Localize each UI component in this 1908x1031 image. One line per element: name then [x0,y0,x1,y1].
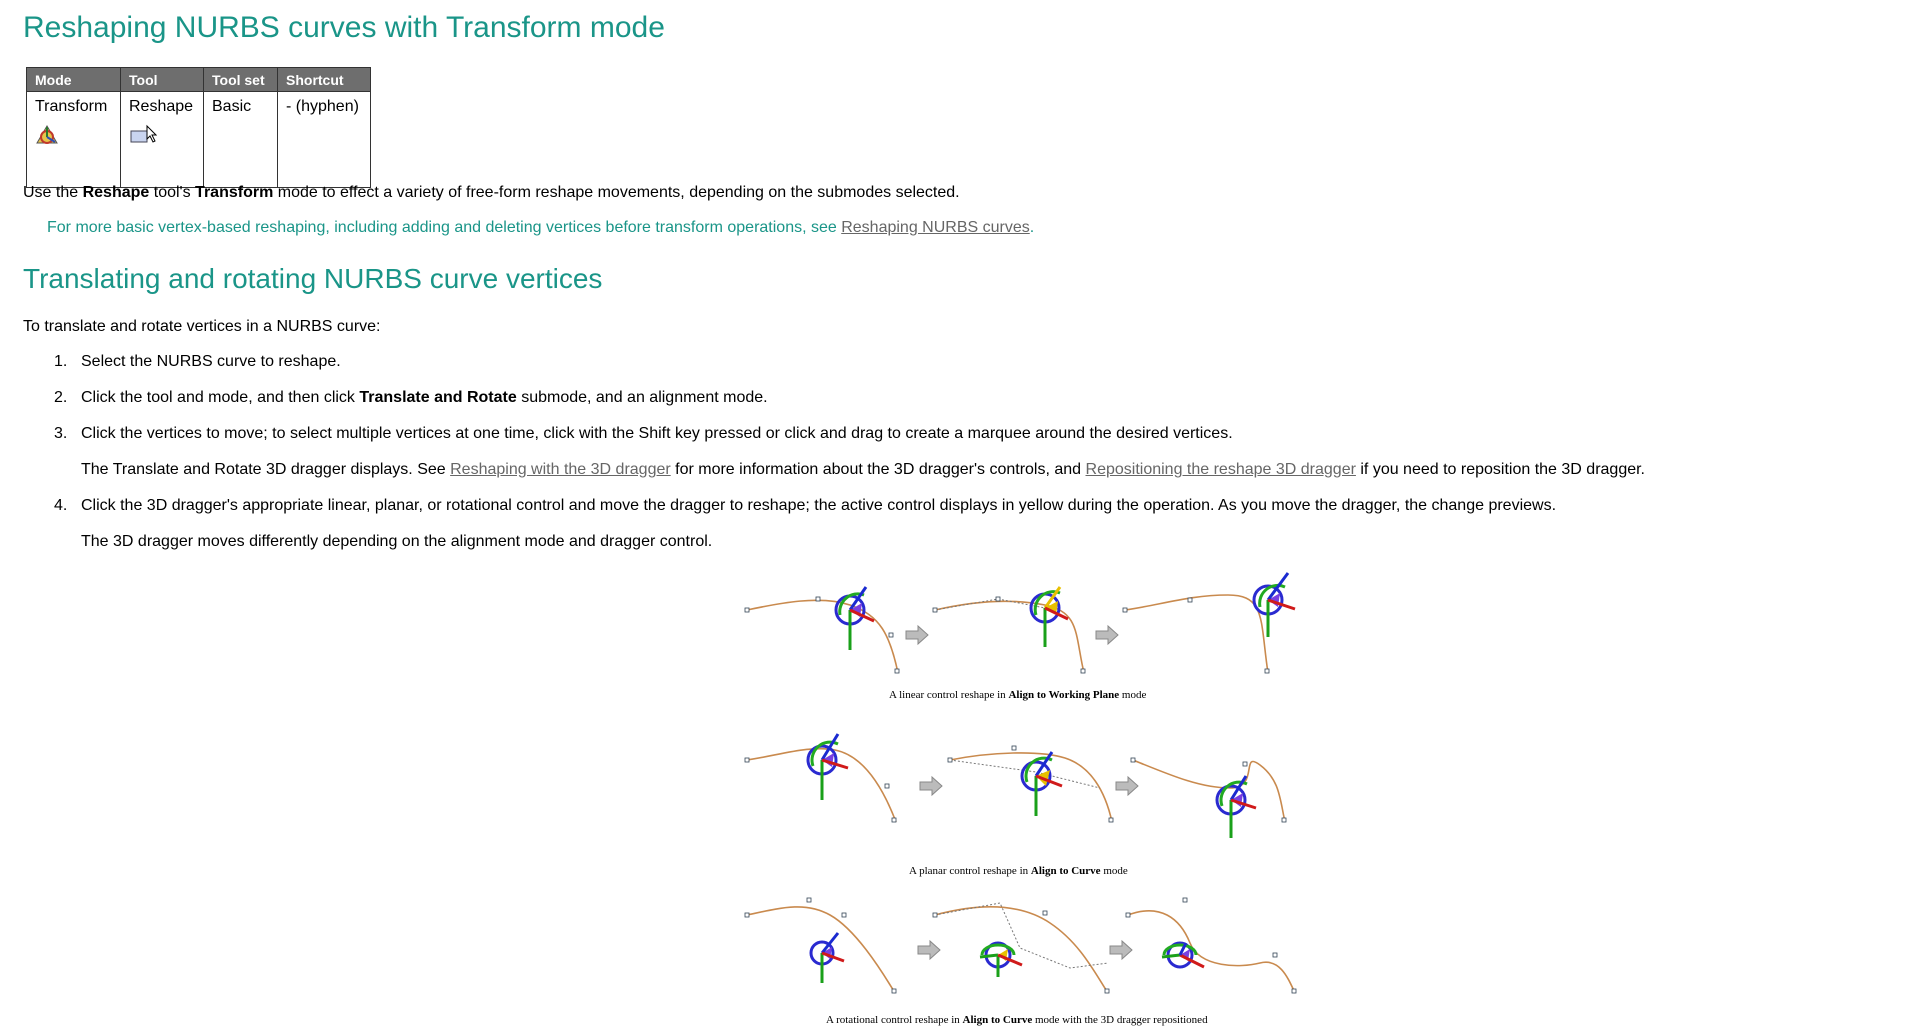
figure-planar-reshape [744,733,1287,838]
caption-text: A rotational control reshape in [826,1014,963,1026]
intro-text: Use the [23,184,83,201]
cell-shortcut: - (hyphen) [277,91,371,188]
intro-paragraph: Use the Reshape tool's Transform mode to… [23,184,960,202]
step-item: 4. Click the 3D dragger's appropriate li… [23,495,1645,567]
caption-text: A planar control reshape in [909,865,1031,877]
figure-caption: A planar control reshape in Align to Cur… [909,865,1128,877]
frame-before [744,897,897,994]
arrow-icon [1095,624,1119,646]
caption-text: mode with the 3D dragger repositioned [1032,1014,1208,1026]
caption-text: mode [1100,865,1128,877]
step-text: The Translate and Rotate 3D dragger disp… [81,461,451,478]
arrow-icon [1109,939,1133,961]
note-paragraph: For more basic vertex-based reshaping, i… [47,219,1034,237]
transform-mode-icon [35,124,112,151]
frame-before [744,733,897,823]
header-shortcut: Shortcut [277,67,371,92]
frame-during [947,745,1114,823]
figure-rotational-reshape [744,897,1297,994]
frame-during [932,586,1086,674]
cell-toolset: Basic [203,91,278,188]
section-title: Translating and rotating NURBS curve ver… [23,263,603,294]
step-subparagraph: The Translate and Rotate 3D dragger disp… [81,459,1645,495]
caption-bold: Align to Curve [1030,865,1101,877]
caption-bold: Align to Working Plane [1008,689,1120,701]
header-tool: Tool [120,67,204,92]
link-reshaping-3d-dragger[interactable]: Reshaping with the 3D dragger [450,461,671,478]
link-repositioning-3d-dragger[interactable]: Repositioning the reshape 3D dragger [1085,461,1356,478]
reshape-tool-icon [129,124,195,151]
intro-bold-transform: Transform [195,184,274,201]
tool-label: Reshape [129,98,194,115]
step-text: Click the vertices to move; to select mu… [81,425,1233,442]
arrow-icon [1115,775,1139,797]
note-end: . [1029,219,1035,236]
arrow-icon [917,939,941,961]
intro-bold-reshape: Reshape [82,184,150,201]
step-text: submode, and an alignment mode. [516,389,768,406]
frame-before [744,586,900,674]
header-mode: Mode [26,67,121,92]
arrow-icon [919,775,943,797]
step-subparagraph: The 3D dragger moves differently dependi… [81,533,713,550]
step-number: 3. [54,425,68,442]
step-item: 3. Click the vertices to move; to select… [23,423,1645,495]
step-number: 1. [54,353,68,370]
steps-list: 1. Select the NURBS curve to reshape. 2.… [23,351,1645,567]
frame-after [1125,897,1297,994]
cell-tool: Reshape [120,91,204,188]
mode-label: Transform [35,98,108,115]
intro-text: tool's [149,184,196,201]
page-title: Reshaping NURBS curves with Transform mo… [23,11,665,44]
caption-bold: Align to Curve [962,1014,1033,1026]
step-text: Click the tool and mode, and then click [81,389,360,406]
tool-info-table: Mode Tool Tool set Shortcut Transform Re… [26,67,371,188]
figure-caption: A rotational control reshape in Align to… [826,1014,1208,1026]
step-text: for more information about the 3D dragge… [670,461,1086,478]
step-item: 1. Select the NURBS curve to reshape. [23,351,1645,387]
frame-during [932,902,1110,994]
step-text: Select the NURBS curve to reshape. [81,353,341,370]
figure-linear-reshape [744,572,1296,674]
arrow-icon [905,624,929,646]
step-bold: Translate and Rotate [359,389,517,406]
frame-after [1130,757,1287,838]
link-reshaping-nurbs-curves[interactable]: Reshaping NURBS curves [841,219,1030,236]
frame-after [1122,572,1296,674]
intro-text: mode to effect a variety of free-form re… [273,184,960,201]
step-number: 2. [54,389,68,406]
header-toolset: Tool set [203,67,278,92]
caption-text: mode [1119,689,1147,701]
figure-caption: A linear control reshape in Align to Wor… [889,689,1146,701]
lead-paragraph: To translate and rotate vertices in a NU… [23,318,381,335]
step-text: if you need to reposition the 3D dragger… [1355,461,1645,478]
caption-text: A linear control reshape in [889,689,1009,701]
step-number: 4. [54,497,68,514]
step-item: 2. Click the tool and mode, and then cli… [23,387,1645,423]
cell-mode: Transform [26,91,121,188]
step-text: Click the 3D dragger's appropriate linea… [81,497,1557,514]
note-text: For more basic vertex-based reshaping, i… [47,219,842,236]
